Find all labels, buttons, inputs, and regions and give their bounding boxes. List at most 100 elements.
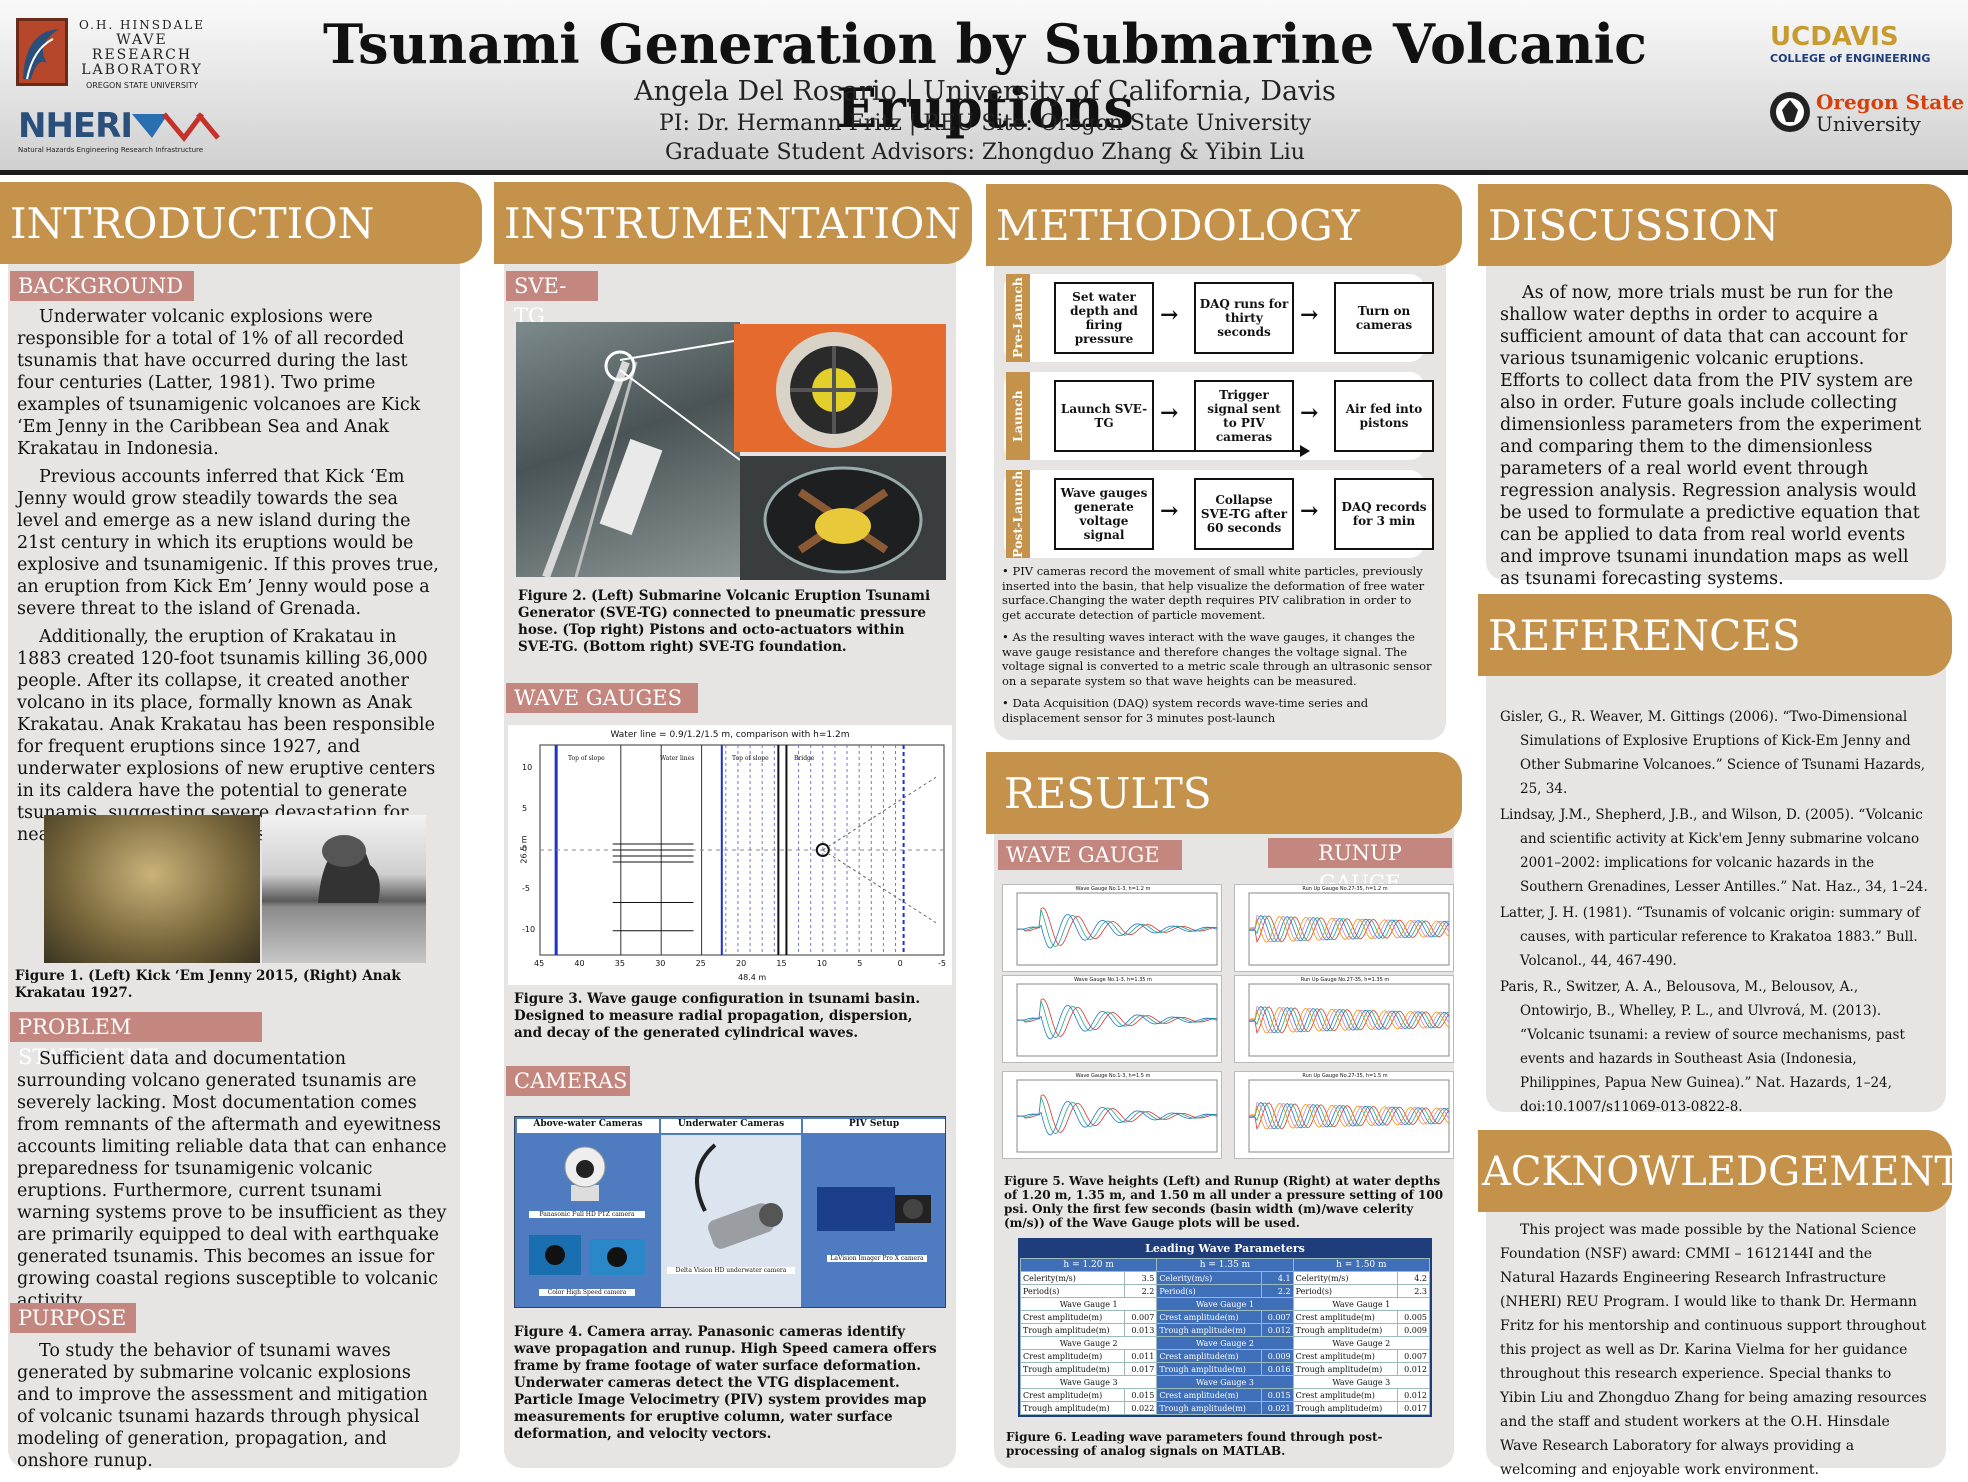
kick-em-jenny-photo: [44, 815, 260, 963]
series-line: [1017, 913, 1218, 949]
anak-krakatau-photo: [262, 815, 426, 963]
references-heading: REFERENCES: [1478, 594, 1952, 676]
piv-camera-icon: [817, 1187, 931, 1231]
flow-step-box: Turn on cameras: [1334, 282, 1434, 354]
flow-step-box: Collapse SVE-TG after 60 seconds: [1194, 478, 1294, 550]
table-cell: 2.2: [1260, 1284, 1294, 1298]
acknowledgements-heading: ACKNOWLEDGEMENTS: [1478, 1130, 1968, 1212]
series-line: [1017, 1000, 1218, 1039]
acknowledgements-text: This project was made possible by the Na…: [1500, 1218, 1928, 1482]
gauge-tag-top-slope-right: Top of slope: [732, 755, 769, 762]
svetg-label: SVE-TG: [506, 271, 598, 328]
x-tick-label: 45: [534, 959, 545, 968]
ray-line: [822, 776, 937, 851]
table-cell: Crest amplitude(m): [1292, 1388, 1399, 1402]
underwater-camera-icon: [695, 1143, 783, 1249]
table-cell: Crest amplitude(m): [1019, 1349, 1126, 1363]
osu-logo: Oregon State University: [1768, 88, 1964, 140]
runup-gauge-plot: Run Up Gauge No.27-35, h=1.5 m: [1234, 1071, 1454, 1159]
series-line: [1248, 1102, 1450, 1130]
x-tick-label: 5: [857, 959, 863, 968]
high-speed-camera-caption: Color High Speed camera: [539, 1289, 635, 1296]
method-bullet-piv: • PIV cameras record the movement of sma…: [1002, 564, 1425, 622]
series-line: [1017, 1100, 1218, 1136]
foundation-photo: [740, 456, 946, 580]
table-cell: Trough amplitude(m): [1019, 1401, 1126, 1415]
nheri-mark-icon: [132, 112, 220, 143]
method-bullets: • PIV cameras record the movement of sma…: [1002, 564, 1432, 725]
table-cell: 0.017: [1397, 1401, 1430, 1415]
header-rule: [0, 170, 1968, 175]
plot-title: Wave Gauge No.1-3, h=1.35 m: [1074, 977, 1152, 983]
underwater-camera-caption: Delta Vision HD underwater camera: [667, 1267, 795, 1274]
osu-name: Oregon State: [1816, 90, 1965, 114]
table-cell: Wave Gauge 3: [1019, 1375, 1158, 1389]
cam-col-piv: PIV Setup: [803, 1119, 945, 1133]
flow-row-2: Post-Launch Wave gauges generate voltage …: [1004, 470, 1434, 560]
hinsdale-line2: WAVE RESEARCH: [91, 32, 193, 63]
table-cell: Wave Gauge 3: [1156, 1375, 1294, 1389]
method-bullet-gauges: • As the resulting waves interact with t…: [1002, 630, 1432, 688]
methodology-heading: METHODOLOGY: [986, 184, 1462, 266]
gauge-layout-chart: Water line = 0.9/1.2/1.5 m, comparison w…: [508, 725, 952, 985]
table-cell: Wave Gauge 1: [1156, 1297, 1294, 1311]
figure-6-caption: Figure 6. Leading wave parameters found …: [1006, 1430, 1383, 1458]
ray-line: [822, 849, 937, 924]
series-line: [1248, 915, 1450, 943]
references-panel: [1486, 630, 1946, 1112]
table-cell: Wave Gauge 1: [1292, 1297, 1431, 1311]
cam-col-underwater: Underwater Cameras: [661, 1119, 801, 1133]
table-cell: Celerity(m/s): [1292, 1271, 1399, 1285]
poster-title: Tsunami Generation by Submarine Volcanic…: [322, 12, 1648, 140]
ucdavis-logo: UCDAVIS COLLEGE of ENGINEERING: [1770, 22, 1950, 65]
x-tick-label: 30: [655, 959, 666, 968]
acknowledgements-paragraph: This project was made possible by the Na…: [1500, 1222, 1927, 1478]
discussion-paragraph: As of now, more trials must be run for t…: [1500, 283, 1922, 589]
purpose-label: PURPOSE: [10, 1303, 136, 1333]
flow-step-box: Wave gauges generate voltage signal: [1054, 478, 1154, 550]
hinsdale-line1: O.H. HINSDALE: [79, 18, 205, 32]
launch-long-arrow: [1138, 445, 1310, 457]
table-cell: 0.013: [1124, 1323, 1158, 1337]
wave-gauges-label: WAVE GAUGES: [506, 683, 698, 713]
table-cell: Wave Gauge 3: [1292, 1375, 1431, 1389]
plot-title: Wave Gauge No.1-3, h=1.2 m: [1075, 886, 1151, 892]
gauge-tag-bridge: Bridge: [794, 755, 815, 762]
x-tick-label: 35: [614, 959, 625, 968]
wave-gauge-plot: Wave Gauge No.1-3, h=1.5 m: [1002, 1071, 1222, 1159]
results-heading: RESULTS: [986, 752, 1462, 834]
series-line: [1248, 1006, 1450, 1034]
y-tick-label: 10: [522, 763, 533, 773]
runup-gauge-label: RUNUP GAUGE: [1268, 838, 1452, 895]
table-cell: 0.009: [1260, 1349, 1294, 1363]
figure-4-caption: Figure 4. Camera array. Panasonic camera…: [514, 1324, 937, 1442]
table-cell: Celerity(m/s): [1156, 1271, 1262, 1285]
table-cell: 0.021: [1260, 1401, 1294, 1415]
x-tick-label: -5: [938, 959, 946, 968]
table-cell: Period(s): [1292, 1284, 1399, 1298]
x-tick-label: 0: [897, 959, 903, 968]
flow-stage-tag: Post-Launch: [1006, 470, 1030, 558]
x-tick-label: 20: [736, 959, 747, 968]
purpose-text: To study the behavior of tsunami waves g…: [17, 1340, 447, 1478]
pi-line: PI: Dr. Hermann Fritz | REU Site: Oregon…: [658, 111, 1312, 136]
ucdavis-subtitle: COLLEGE of ENGINEERING: [1770, 52, 1931, 65]
callout-lines: [619, 339, 741, 461]
flow-arrow-icon: →: [1160, 400, 1179, 426]
reference-paris: Paris, R., Switzer, A. A., Belousova, M.…: [1500, 979, 1905, 1115]
table-cell: Wave Gauge 2: [1019, 1336, 1158, 1350]
table-cell: 0.012: [1397, 1362, 1430, 1376]
table-cell: Crest amplitude(m): [1156, 1310, 1262, 1324]
generator-location-marker: [815, 843, 830, 857]
table-cell: Crest amplitude(m): [1292, 1349, 1399, 1363]
wave-icon: [16, 18, 68, 86]
background-p2: Previous accounts inferred that Kick ‘Em…: [17, 467, 439, 619]
table-cell: 0.007: [1124, 1310, 1158, 1324]
osu-seal-icon: [1770, 92, 1810, 132]
